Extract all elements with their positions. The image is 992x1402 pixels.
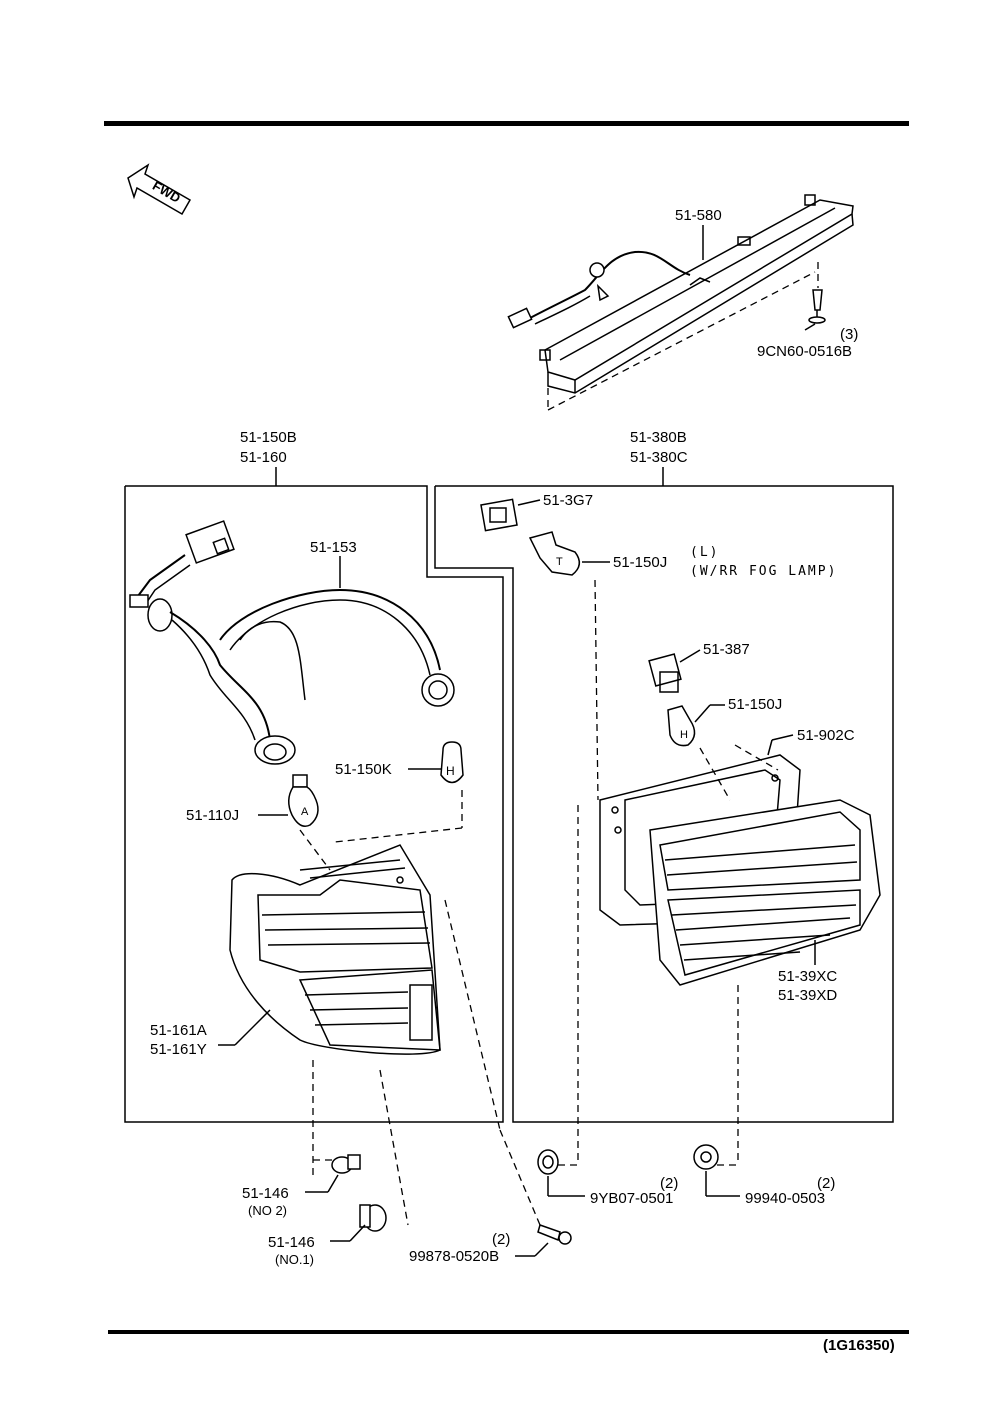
label-51-160: 51-160 (240, 449, 287, 466)
label-51-150K: 51-150K (335, 761, 392, 778)
qty-screw-0520B: (2) (492, 1231, 510, 1248)
label-99940-0503: 99940-0503 (745, 1190, 825, 1207)
high-mount-brake-light (507, 194, 854, 394)
bulb-h-icon: H (440, 741, 464, 784)
note-fog-lamp: (W/RR FOG LAMP) (690, 564, 837, 579)
rear-combination-lens (229, 844, 441, 1055)
svg-text:H: H (680, 729, 688, 741)
inner-lamp-lens (649, 799, 881, 986)
note-no1: (NO.1) (275, 1252, 314, 1267)
svg-text:A: A (301, 806, 309, 818)
note-no2: (NO 2) (248, 1203, 287, 1218)
label-51-161A: 51-161A (150, 1022, 207, 1039)
qty-nut-0503: (2) (817, 1175, 835, 1192)
svg-text:T: T (556, 556, 563, 568)
clip-no2-icon (331, 1154, 361, 1174)
diagram-code: (1G16350) (823, 1337, 895, 1354)
label-99878-0520B: 99878-0520B (409, 1248, 499, 1265)
label-51-150B: 51-150B (240, 429, 297, 446)
label-51-146-no2: 51-146 (242, 1185, 289, 1202)
bulb-t-icon: T (528, 531, 581, 576)
label-51-387: 51-387 (703, 641, 750, 658)
label-51-380B: 51-380B (630, 429, 687, 446)
note-L: (L) (690, 545, 719, 560)
top-rule (104, 121, 909, 126)
nut-0501-icon (537, 1149, 559, 1175)
label-51-146-no1: 51-146 (268, 1234, 315, 1251)
label-51-150J: 51-150J (728, 696, 782, 713)
clip-no1-icon (359, 1204, 387, 1232)
label-51-150J-fog: 51-150J (613, 554, 667, 571)
socket-387-icon (648, 653, 682, 693)
bulb-a-icon: A (288, 774, 319, 827)
label-51-153: 51-153 (310, 539, 357, 556)
bulb-h2-icon: H (667, 705, 696, 747)
label-9CN60-0516B: 9CN60-0516B (757, 343, 852, 360)
label-51-3G7: 51-3G7 (543, 492, 593, 509)
label-51-39XD: 51-39XD (778, 987, 837, 1004)
fwd-arrow-icon: FWD (127, 163, 192, 216)
label-51-902C: 51-902C (797, 727, 855, 744)
label-51-580: 51-580 (675, 207, 722, 224)
tapping-screw-icon (537, 1224, 572, 1245)
right-group-box (434, 485, 894, 1123)
bottom-rule (108, 1330, 909, 1334)
wiring-harness (129, 520, 455, 765)
label-9YB07-0501: 9YB07-0501 (590, 1190, 673, 1207)
qty-screw-580: (3) (840, 326, 858, 343)
label-51-110J: 51-110J (186, 807, 239, 824)
left-group-box (124, 485, 504, 1123)
svg-text:H: H (446, 764, 455, 778)
screw-icon (808, 289, 826, 324)
label-51-161Y: 51-161Y (150, 1041, 207, 1058)
socket-3g7-icon (480, 498, 518, 532)
nut-0503-icon (693, 1144, 719, 1170)
label-51-380C: 51-380C (630, 449, 688, 466)
label-51-39XC: 51-39XC (778, 968, 837, 985)
qty-nut-0501: (2) (660, 1175, 678, 1192)
